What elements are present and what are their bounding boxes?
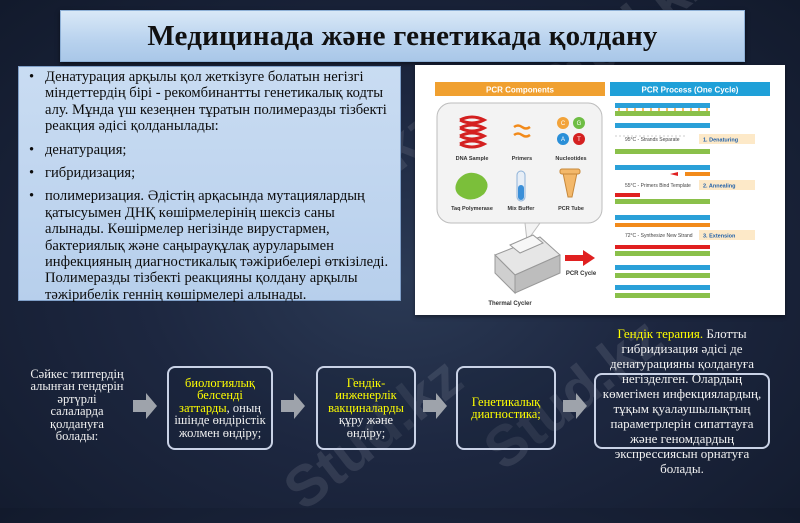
flow-box-bioactive-text: биологиялық белсенді заттарды, оның ішін… (169, 377, 271, 440)
svg-text:C: C (561, 121, 566, 127)
arrow-right-icon (133, 393, 157, 419)
title-banner: Медицинада және генетикада қолдану (60, 10, 745, 62)
body-text: , оның ішінде өндірістік жолмен өндіру; (174, 400, 266, 440)
thermal-cycler-label: Thermal Cycler (488, 301, 532, 307)
flow-box-bioactive: биологиялық белсенді заттарды, оның ішін… (167, 366, 273, 450)
pcr-cycle-arrow (565, 250, 595, 266)
step-label: 3. Extension (703, 234, 736, 240)
step-temp: 72°C - Synthesize New Strand (625, 233, 693, 239)
dna-sample-icon (459, 115, 488, 149)
flow-arrows (133, 393, 587, 419)
bullet-item: денатурация; (29, 142, 394, 159)
flow-box-diagnostics: Генетикалық диагностика; (456, 366, 556, 450)
components-header: PCR Components (486, 86, 555, 95)
highlight-text: биологиялық белсенді заттарды (179, 375, 255, 415)
mix-buffer-icon (516, 170, 526, 202)
highlight-text: Гендік терапия. (617, 326, 704, 341)
step-label-bg (699, 134, 755, 144)
components-header-bg (435, 82, 605, 96)
dna-strands-process (615, 103, 710, 298)
component-label: PCR Tube (558, 206, 584, 212)
flow-box-vaccines: Гендік-инженерлік вакциналарды құру және… (316, 366, 416, 450)
component-label: Nucleotides (555, 156, 586, 162)
flow-box-vaccines-text: Гендік-инженерлік вакциналарды құру және… (318, 377, 414, 440)
flow-box-diagnostics-text: Генетикалық диагностика; (458, 394, 554, 421)
bullet-item: Денатурация арқылы қол жеткізуге болатын… (29, 69, 394, 135)
pcr-cycle-label: PCR Cycle (566, 271, 597, 277)
process-header: PCR Process (One Cycle) (642, 86, 739, 95)
component-label: Mix Buffer (508, 206, 536, 212)
svg-text:T: T (577, 137, 581, 143)
thermal-cycler-icon (494, 234, 561, 295)
body-text: құру және өндіру; (338, 413, 394, 440)
component-label: DNA Sample (456, 156, 489, 162)
nucleotides-icon: C G A T (557, 117, 585, 145)
page-title: Медицинада және генетикада қолдану (147, 19, 658, 52)
svg-text:G: G (577, 121, 582, 127)
taq-polymerase-icon (455, 172, 488, 200)
flow-box-intro: Сәйкес типтердің алынған гендерін әртүрл… (27, 350, 127, 460)
primers-icon (513, 124, 531, 138)
bullet-item: гибридизация; (29, 165, 394, 182)
bullet-text-panel: Денатурация арқылы қол жеткізуге болатын… (18, 66, 401, 303)
step-label-bg (699, 180, 755, 190)
highlight-text: Генетикалық диагностика; (471, 394, 541, 421)
step-label-bg (699, 230, 755, 240)
bullet-item: полимеризация. Әдістің арқасында мутация… (29, 188, 394, 303)
arrow-right-icon (563, 393, 587, 419)
step-label: 1. Denaturing (703, 138, 738, 144)
pcr-illustration: PCR Components PCR Process (One Cycle) D… (415, 65, 785, 315)
highlight-text: Гендік-инженерлік вакциналарды (328, 375, 404, 415)
component-label: Primers (512, 156, 533, 162)
component-label: Taq Polymerase (451, 206, 493, 212)
step-temp: 95°C - Strands Separate (625, 137, 680, 143)
bullet-list: Денатурация арқылы қол жеткізуге болатын… (27, 69, 394, 303)
pcr-tube-icon (559, 168, 581, 198)
arrow-right-icon (423, 393, 447, 419)
flow-box-intro-text: Сәйкес типтердің алынған гендерін әртүрл… (30, 366, 124, 443)
svg-text:A: A (561, 137, 565, 143)
process-header-bg (610, 82, 770, 96)
arrow-right-icon (281, 393, 305, 419)
step-label: 2. Annealing (703, 184, 736, 190)
step-temp: 55°C - Primers Bind Template (625, 183, 691, 189)
